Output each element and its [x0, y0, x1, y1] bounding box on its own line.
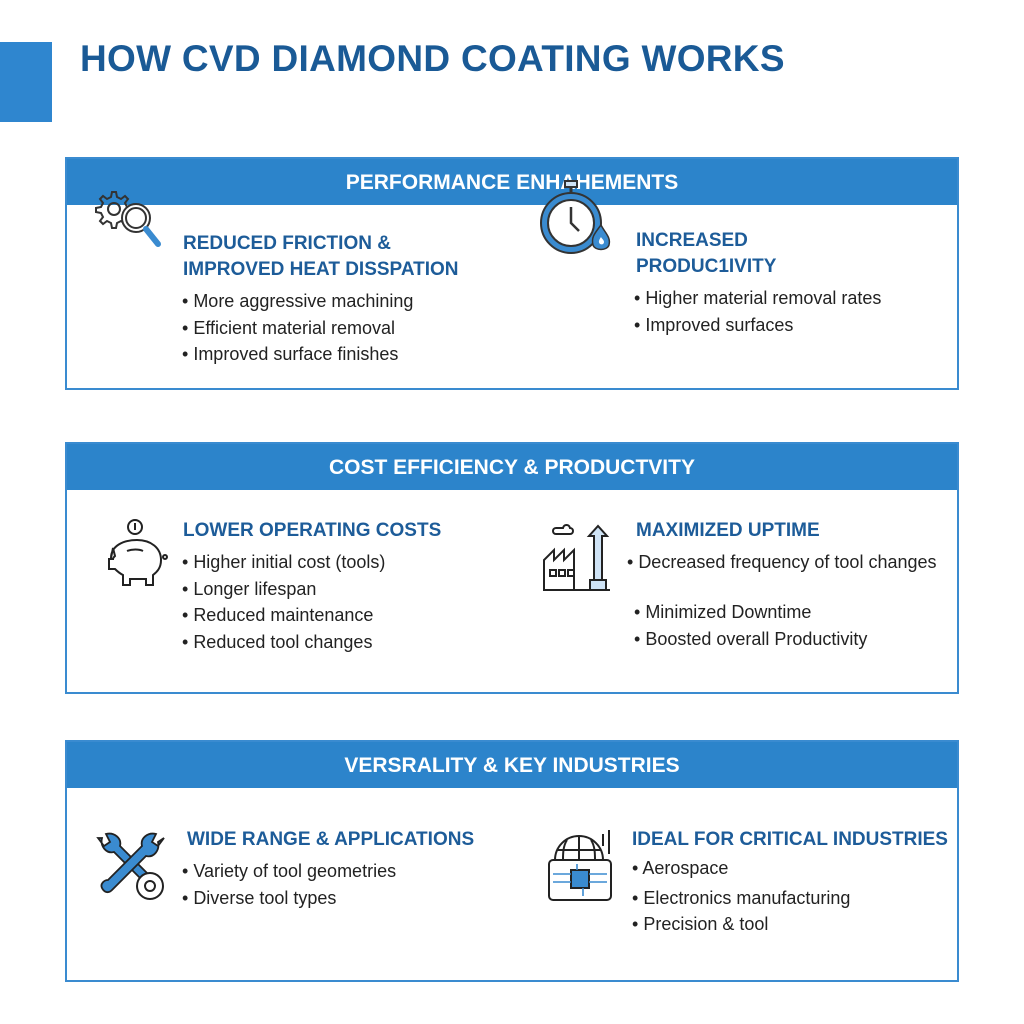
- bullet-list: Aerospace Electronics manufacturing Prec…: [632, 855, 850, 938]
- accent-square: [0, 42, 52, 122]
- globe-circuit-icon: [548, 830, 612, 901]
- panel-header: PERFORMANCE ENHAHEMENTS: [67, 159, 957, 205]
- panel-versatility: VERSRALITY & KEY INDUSTRIES WIDE RANGE &…: [65, 740, 959, 982]
- heading: LOWER OPERATING COSTS: [183, 520, 442, 541]
- page-title: HOW CVD DIAMOND COATING WORKS: [80, 38, 785, 79]
- heading: IDEAL FOR CRITICAL INDUSTRIES: [632, 829, 948, 850]
- factory-arrow-icon: [543, 524, 610, 591]
- bullet-list: Variety of tool geometries Diverse tool …: [182, 858, 396, 911]
- bullet-list: Higher material removal rates Improved s…: [634, 285, 881, 338]
- gear-magnifier-icon: [95, 191, 161, 247]
- panel-header: COST EFFICIENCY & PRODUCTVITY: [67, 444, 957, 490]
- bullet-list: Minimized Downtime Boosted overall Produ…: [634, 599, 867, 652]
- heading: WIDE RANGE & APPLICATIONS: [187, 829, 475, 850]
- heading: REDUCED FRICTION &IMPROVED HEAT DISSPATI…: [183, 233, 459, 280]
- bullet-list: More aggressive machining Efficient mate…: [182, 288, 413, 368]
- heading: MAXIMIZED UPTIME: [636, 520, 820, 541]
- wrench-gear-icon: [96, 832, 165, 900]
- stopwatch-flame-icon: [540, 180, 611, 254]
- panel-cost-efficiency: COST EFFICIENCY & PRODUCTVITY LOWER OPER…: [65, 442, 959, 694]
- piggy-bank-icon: [108, 519, 168, 586]
- bullet-list: Higher initial cost (tools) Longer lifes…: [182, 549, 385, 655]
- bullet-list: Decreased frequency of tool changes: [627, 549, 936, 576]
- panel-performance: PERFORMANCE ENHAHEMENTS REDUCED FRICTION…: [65, 157, 959, 390]
- panel-header: VERSRALITY & KEY INDUSTRIES: [67, 742, 957, 788]
